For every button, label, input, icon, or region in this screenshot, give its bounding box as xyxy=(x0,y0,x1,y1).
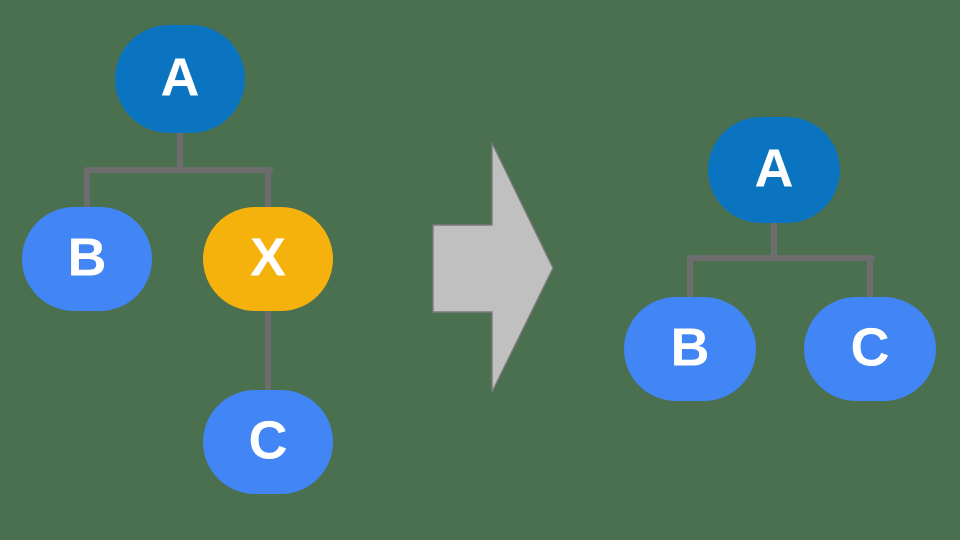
edge-a-to-children-right xyxy=(687,219,875,303)
right-arrow-icon xyxy=(432,142,554,393)
node-x-before-label: X xyxy=(250,227,286,287)
node-b-after-label: B xyxy=(671,317,710,377)
node-c-after[interactable]: C xyxy=(804,297,936,401)
node-b-after-shape xyxy=(624,297,756,401)
node-c-before-shape xyxy=(203,390,333,494)
node-a-after-shape xyxy=(708,117,840,223)
node-b-after[interactable]: B xyxy=(624,297,756,401)
node-a-after-label: A xyxy=(755,138,794,198)
node-b-before[interactable]: B xyxy=(22,207,152,311)
node-c-before-label: C xyxy=(249,410,288,470)
node-x-before[interactable]: X xyxy=(203,207,333,311)
after-edges xyxy=(687,219,875,303)
node-a-before-shape xyxy=(115,25,245,133)
node-a-after[interactable]: A xyxy=(708,117,840,223)
before-edges xyxy=(84,130,273,394)
node-c-after-label: C xyxy=(851,317,890,377)
node-a-before[interactable]: A xyxy=(115,25,245,133)
node-c-after-shape xyxy=(804,297,936,401)
node-b-before-label: B xyxy=(68,227,107,287)
node-a-before-label: A xyxy=(161,47,200,107)
node-b-before-shape xyxy=(22,207,152,311)
edge-a-to-children-left xyxy=(84,130,273,213)
node-x-before-shape xyxy=(203,207,333,311)
node-c-before[interactable]: C xyxy=(203,390,333,494)
